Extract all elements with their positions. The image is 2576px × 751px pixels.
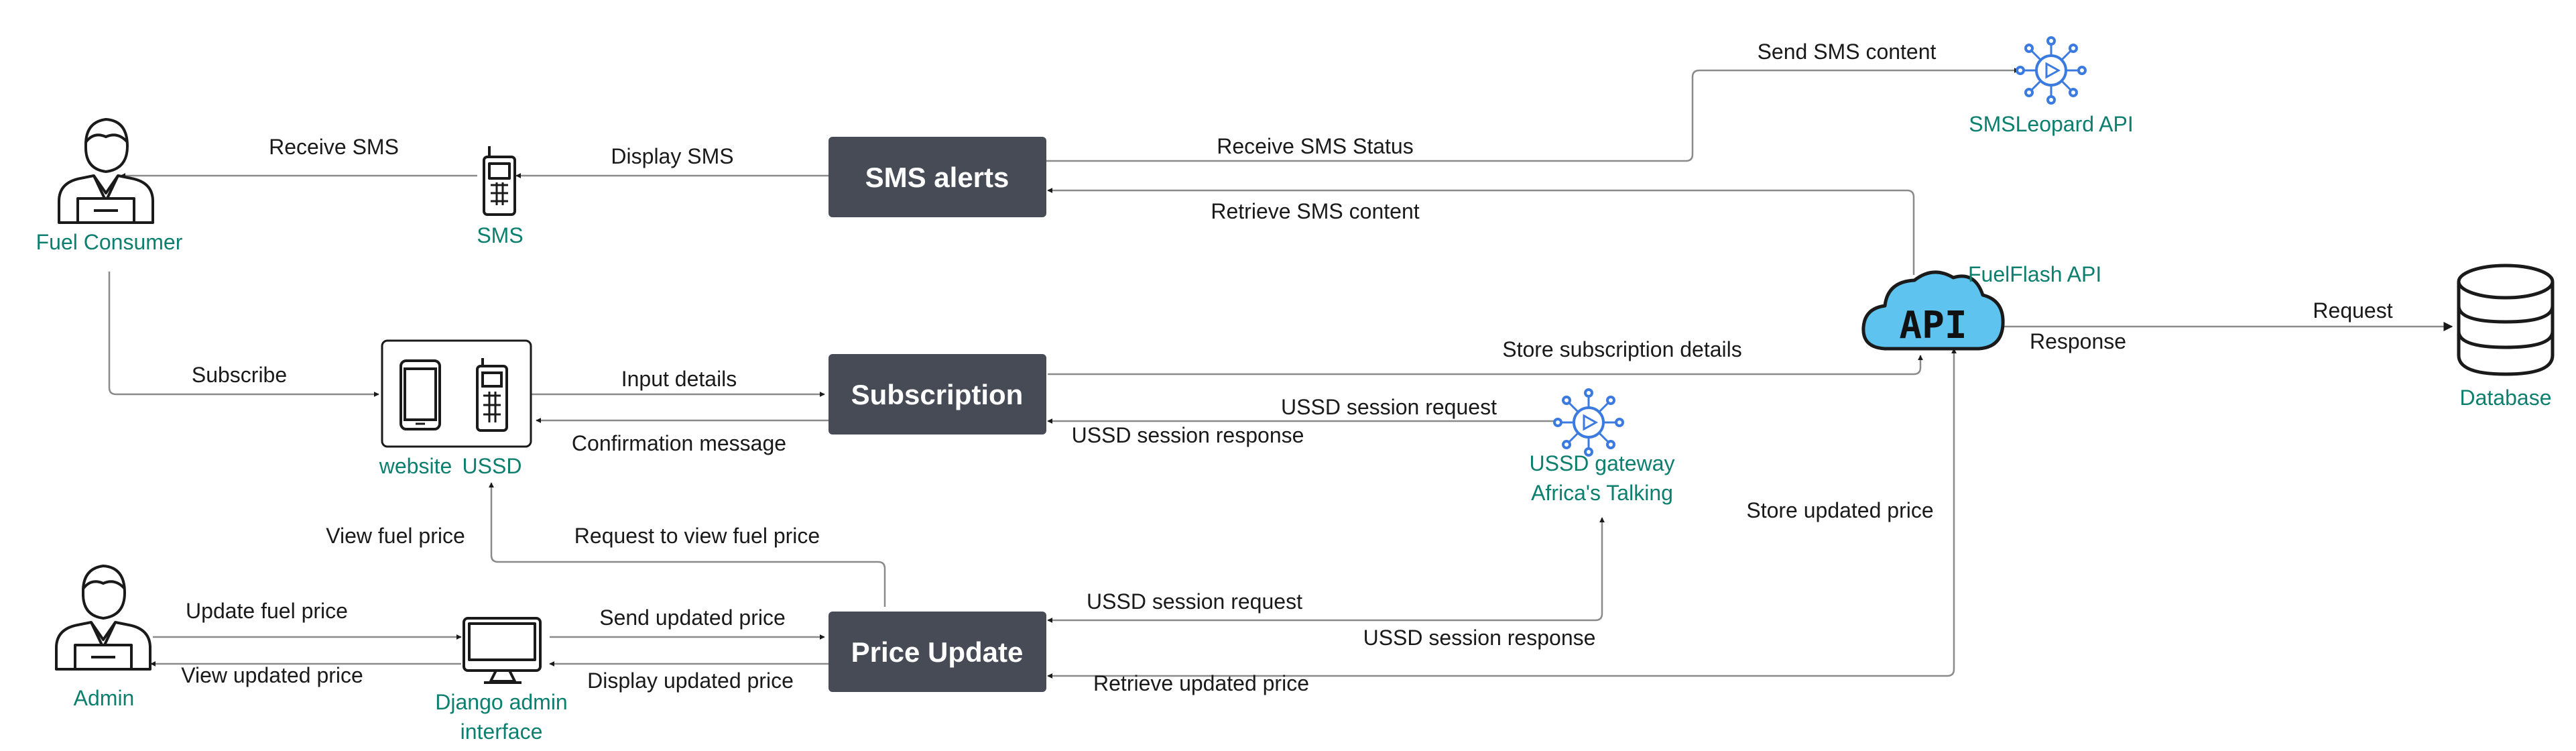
retrieve-updated-price-label: Retrieve updated price <box>1093 671 1309 695</box>
feature-phone-icon <box>476 358 508 432</box>
store-subscription-label: Store subscription details <box>1502 337 1742 361</box>
fuel-consumer-label: Fuel Consumer <box>36 230 183 254</box>
sms-phone-icon <box>483 146 516 216</box>
smsleopard-label: SMSLeopard API <box>1969 112 2133 136</box>
fuel-consumer-person-icon <box>58 118 154 224</box>
database-icon <box>2457 264 2555 376</box>
node-labels: Fuel Consumer SMS website USSD Admin Dja… <box>36 112 2552 744</box>
connectors <box>108 68 2453 679</box>
store-updated-price-label: Store updated price <box>1746 498 1933 522</box>
display-sms-label: Display SMS <box>611 144 733 168</box>
subscribe-label: Subscribe <box>192 363 287 387</box>
ussd-session-response-1-label: USSD session response <box>1072 423 1304 447</box>
receive-sms-label: Receive SMS <box>269 135 399 159</box>
admin-label: Admin <box>74 686 135 710</box>
admin-person-icon <box>55 565 151 671</box>
sms-label: SMS <box>477 223 523 247</box>
receive-sms-status-label: Receive SMS Status <box>1217 134 1413 158</box>
database-label: Database <box>2460 386 2552 410</box>
subscription-label: Subscription <box>851 379 1024 410</box>
ussd-label: USSD <box>463 454 522 478</box>
edge-subscribe <box>108 272 379 397</box>
view-updated-price-label: View updated price <box>181 663 363 687</box>
edge-labels: Send SMS content Receive SMS Display SMS… <box>181 40 2393 695</box>
ussd-gateway-icon <box>1553 388 1624 457</box>
website-label: website <box>379 454 452 478</box>
django-label-line2: interface <box>461 719 543 744</box>
ussd-session-request-1-label: USSD session request <box>1281 395 1497 419</box>
edge-retrieve-sms-content <box>1047 188 1915 275</box>
request-label: Request <box>2313 298 2392 323</box>
price-update-box[interactable]: Price Update <box>829 612 1046 692</box>
edge-store-subscription <box>1048 355 1923 376</box>
request-view-price-label: Request to view fuel price <box>574 524 820 548</box>
update-fuel-price-label: Update fuel price <box>186 599 348 623</box>
ussd-session-response-2-label: USSD session response <box>1363 626 1596 650</box>
edge-send-sms-content <box>1042 68 2020 162</box>
sms-alerts-label: SMS alerts <box>865 162 1009 193</box>
send-updated-price-label: Send updated price <box>599 605 786 630</box>
subscription-box[interactable]: Subscription <box>829 354 1046 435</box>
ussd-gateway-label-line1: USSD gateway <box>1530 451 1675 475</box>
display-updated-price-label: Display updated price <box>587 669 794 693</box>
retrieve-sms-content-label: Retrieve SMS content <box>1211 199 1419 223</box>
api-logo-text: API <box>1899 304 1967 347</box>
django-label-line1: Django admin <box>435 690 567 714</box>
ussd-gateway-label-line2: Africa's Talking <box>1531 481 1673 505</box>
response-label: Response <box>2030 329 2126 353</box>
edge-request-view-price <box>489 482 886 607</box>
view-fuel-price-label: View fuel price <box>326 524 465 548</box>
price-update-label: Price Update <box>851 636 1024 668</box>
fuelflash-label: FuelFlash API <box>1968 262 2101 286</box>
fuelflash-api-cloud-icon[interactable]: API <box>1861 270 2005 351</box>
send-sms-content-label: Send SMS content <box>1758 40 1937 64</box>
sms-alerts-box[interactable]: SMS alerts <box>829 137 1046 217</box>
ussd-session-request-2-label: USSD session request <box>1087 589 1302 614</box>
django-monitor-icon <box>463 617 542 684</box>
edge-retrieve-updated-price <box>1047 348 1957 679</box>
input-details-label: Input details <box>621 367 737 391</box>
smartphone-icon <box>400 359 441 430</box>
smsleopard-api-icon <box>2016 36 2087 105</box>
confirmation-message-label: Confirmation message <box>572 431 786 455</box>
